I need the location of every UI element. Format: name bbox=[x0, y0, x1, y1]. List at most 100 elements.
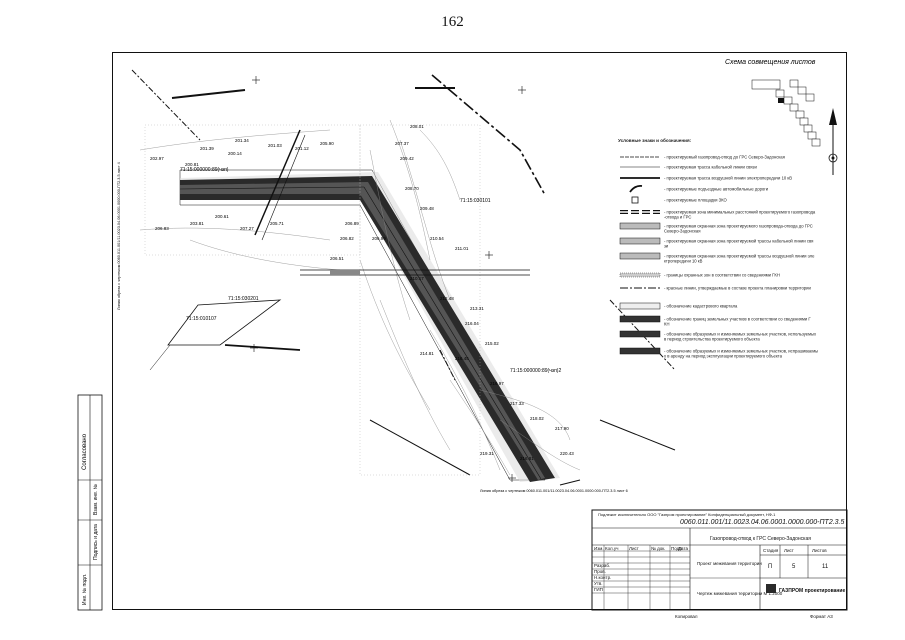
document-code: 0060.011.001/11.0023.04.06.0001.0000.000… bbox=[680, 519, 845, 526]
legend-item-label-continued: Северо-Задонская bbox=[664, 229, 700, 234]
parcel-label: 71:15:000000:89(чзп)2 bbox=[510, 368, 561, 374]
elevation-label: 219.31 bbox=[480, 451, 494, 456]
elevation-label: 211.01 bbox=[455, 246, 469, 251]
elevation-label: 209.42 bbox=[400, 156, 414, 161]
contour-lines bbox=[139, 119, 581, 476]
stage-header: Стадия bbox=[763, 548, 779, 553]
legend-item-label: - проектируемая охранная зона проектируе… bbox=[664, 239, 813, 244]
legend-item-label-continued: в период строительства проектируемого об… bbox=[664, 337, 760, 342]
grid-crosses bbox=[250, 76, 526, 482]
legend-item-label: - границы охранных зон в соответствии со… bbox=[664, 273, 780, 278]
elevation-label: 207.27 bbox=[240, 226, 254, 231]
elevation-label: 217.90 bbox=[555, 426, 569, 431]
elevation-label: 210.17 bbox=[410, 276, 424, 281]
elevation-labels: 201.39201.34201.03200.14200.81202.97201.… bbox=[150, 124, 574, 461]
object-name: Газопровод-отвод к ГРС Северо-Задонская bbox=[710, 536, 811, 542]
parcel-label: 71:15:030201 bbox=[228, 296, 259, 302]
page-number: 162 bbox=[441, 14, 464, 30]
elevation-label: 206.89 bbox=[345, 221, 359, 226]
legend-symbol bbox=[619, 315, 661, 323]
legend-item-label: - обозначение границ земельных участков … bbox=[664, 317, 811, 322]
elevation-label: 201.03 bbox=[268, 143, 282, 148]
legend-item-label: - красные линии, утверждаемые в составе … bbox=[664, 286, 811, 291]
elevation-label: 201.12 bbox=[295, 146, 309, 151]
elevation-label: 208.01 bbox=[410, 124, 424, 129]
legend-item-label: - проектируемая трасса воздушной линии э… bbox=[664, 176, 792, 181]
parcel-label: 71:15:000000:89(чзп) bbox=[180, 167, 229, 173]
bottom-cut-note: Линия обреза с чертежом 0060.011.001/11.… bbox=[480, 489, 628, 493]
company-logo-icon bbox=[766, 584, 776, 593]
legend-heading: Условные знаки и обозначения: bbox=[618, 137, 692, 143]
replace-label: Взам. инв. № bbox=[93, 484, 99, 515]
elevation-label: 200.81 bbox=[185, 162, 199, 167]
legend-item-label: - проектируемая трасса кабельной линии с… bbox=[664, 165, 757, 170]
legend-item-label-continued: -отвода и ГРС bbox=[664, 215, 691, 220]
elevation-label: 216.97 bbox=[490, 381, 504, 386]
legend-item-label: - обозначение кадастрового квартала bbox=[664, 304, 738, 309]
column-header: № док. bbox=[651, 546, 665, 551]
elevation-label: 215.02 bbox=[485, 341, 499, 346]
elevation-label: 209.48 bbox=[420, 206, 434, 211]
legend-item-label-continued: ктропередачи 10 кВ bbox=[664, 259, 703, 264]
map-area: 71:15:000000:89(чзп) 71:15:030101 71:15:… bbox=[117, 69, 676, 493]
elevation-label: 201.39 bbox=[200, 146, 214, 151]
elevation-label: 206.83 bbox=[155, 226, 169, 231]
agreed-label: Согласовано bbox=[82, 433, 88, 470]
sheets-header: Листов bbox=[812, 548, 827, 553]
column-header: Дата bbox=[678, 546, 688, 551]
title-block: Подлежит исключительно ООО "Газпром прое… bbox=[591, 509, 848, 619]
signature-label: Подпись и дата bbox=[93, 524, 99, 560]
company-name: ГАЗПРОМ проектирование bbox=[779, 588, 845, 594]
sheet-scheme: Схема совмещения листов bbox=[725, 59, 838, 175]
legend-symbol bbox=[619, 222, 661, 230]
parcel-label: 71:15:010107 bbox=[186, 316, 217, 322]
drawing-sheet bbox=[112, 52, 847, 610]
role-label: Н.контр. bbox=[594, 575, 611, 580]
sheet-value: 5 bbox=[792, 564, 796, 570]
legend-item-label-continued: х в аренду на период эксплуатации проект… bbox=[664, 354, 783, 359]
elevation-label: 205.71 bbox=[270, 221, 284, 226]
legend-symbol bbox=[619, 252, 661, 260]
legend-symbol bbox=[619, 237, 661, 245]
section-title: Проект межевания территории bbox=[697, 561, 762, 566]
stage-value: П bbox=[768, 564, 772, 570]
legend-symbol bbox=[619, 347, 661, 355]
legend-item-label: - проектируемые площадки ЗКО bbox=[664, 198, 728, 203]
inventory-label: Инв. № подл. bbox=[82, 574, 88, 605]
legend-item-label: - проектируемая охранная зона проектируе… bbox=[664, 224, 813, 229]
legend-symbol bbox=[619, 272, 661, 278]
sheet-header: Лист bbox=[784, 548, 794, 553]
elevation-label: 206.82 bbox=[340, 236, 354, 241]
elevation-label: 214.81 bbox=[420, 351, 434, 356]
left-cut-note: Линия обреза с чертежом 0060.011.001/11.… bbox=[117, 162, 121, 310]
legend-item-label: - проектируемые подъездные автомобильные… bbox=[664, 187, 769, 192]
role-label: Разраб. bbox=[594, 563, 610, 568]
elevation-label: 200.14 bbox=[228, 151, 242, 156]
legend: Условные знаки и обозначения: - проектир… bbox=[618, 137, 818, 359]
drawing-title: Чертеж межевания территории М 1:2000 bbox=[697, 591, 783, 596]
legend-item-label: - проектируемая зона минимальных расстоя… bbox=[664, 210, 816, 215]
elevation-label: 213.31 bbox=[470, 306, 484, 311]
elevation-label: 201.34 bbox=[235, 138, 249, 143]
legend-symbols bbox=[619, 156, 661, 355]
legend-item-label: - проектируемый газопровод-отвод до ГРС … bbox=[664, 155, 785, 160]
legend-symbol bbox=[631, 196, 639, 204]
format-label: Формат А3 bbox=[810, 614, 833, 619]
legend-symbol bbox=[629, 184, 643, 193]
elevation-label: 200.61 bbox=[215, 214, 229, 219]
sheets-value: 11 bbox=[822, 564, 829, 570]
elevation-label: 216.45 bbox=[455, 356, 469, 361]
column-header: Кол.уч bbox=[605, 546, 619, 551]
role-label: ГИП bbox=[594, 587, 603, 592]
copied-label: Копировал bbox=[675, 614, 698, 619]
legend-item-label: - проектируемая охранная зона проектируе… bbox=[664, 254, 815, 259]
elevation-label: 206.99 bbox=[372, 236, 386, 241]
legend-item-label: - обозначение образуемых и изменяемых зе… bbox=[664, 332, 817, 337]
elevation-label: 217.33 bbox=[510, 401, 524, 406]
legend-item-label-continued: КН bbox=[664, 322, 669, 327]
elevation-label: 216.04 bbox=[465, 321, 479, 326]
elevation-label: 205.90 bbox=[320, 141, 334, 146]
elevation-label: 203.81 bbox=[190, 221, 204, 226]
legend-item-label: - обозначение образуемых и изменяемых зе… bbox=[664, 349, 818, 354]
legend-symbol bbox=[619, 302, 661, 310]
